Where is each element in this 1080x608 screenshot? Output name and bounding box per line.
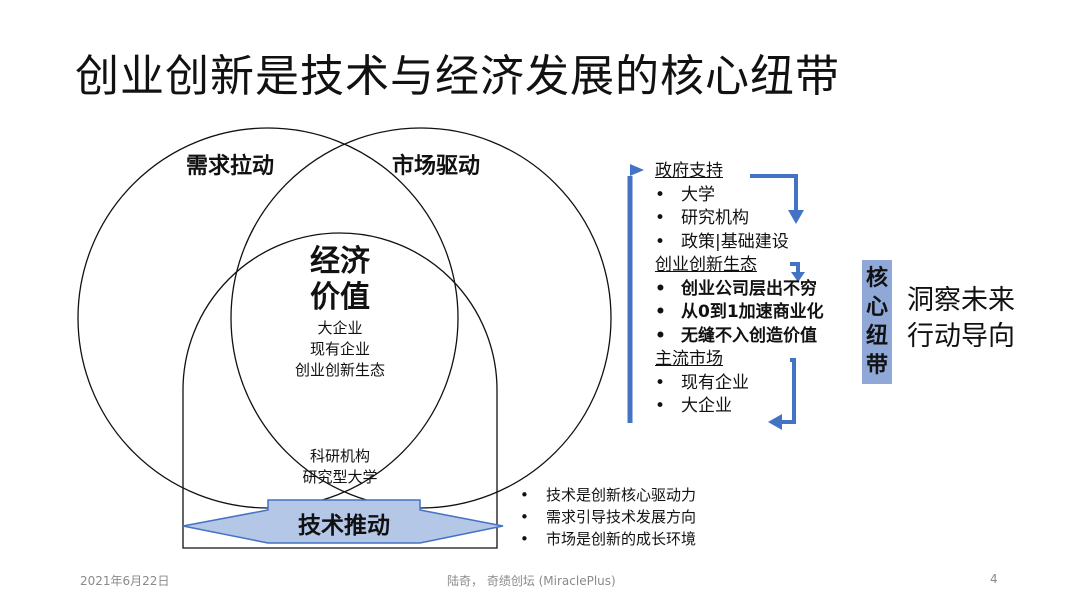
feedback-arrow-head	[630, 164, 644, 176]
bullet-icon: •	[655, 396, 666, 416]
research-item: 科研机构	[309, 447, 370, 465]
core-char: 心	[865, 295, 888, 320]
economic-value-title: 经济 价值	[280, 244, 400, 316]
list-item: • 大学	[655, 184, 824, 208]
bullet-icon: •	[520, 530, 529, 548]
list-item: • 创业公司层出不穷	[655, 278, 824, 302]
footer-date: 2021年6月22日	[80, 574, 170, 588]
tech-push-arrow	[182, 499, 504, 544]
list-item: • 市场是创新的成长环境	[520, 528, 696, 550]
summary-bullet: 技术是创新核心驱动力	[546, 486, 697, 504]
summary-bullet: 需求引导技术发展方向	[546, 508, 697, 526]
core-link-label: 核 心 纽 带	[862, 264, 892, 380]
list-item: • 大企业	[655, 395, 824, 419]
footer-author: 陆奇， 奇绩创坛 (MiraclePlus)	[447, 574, 616, 588]
core-link-box	[862, 260, 892, 384]
economic-value-line: 价值	[310, 280, 370, 315]
bullet-icon: •	[655, 231, 666, 252]
market-item: 大企业	[681, 396, 732, 416]
eco-to-market-arrow	[790, 262, 800, 272]
research-items: 科研机构 研究型大学	[260, 446, 420, 488]
tech-push-shape	[182, 232, 498, 549]
market-to-output-arrow	[782, 358, 796, 424]
insight-line: 洞察未来	[907, 285, 1015, 316]
market-item: 现有企业	[681, 372, 749, 393]
eco-item: 从0到1加速商业化	[681, 302, 824, 322]
econ-item: 大企业	[317, 319, 363, 337]
page-number: 4	[990, 572, 998, 586]
gov-to-eco-arrow	[750, 174, 798, 210]
page-title: 创业创新是技术与经济发展的核心纽带	[75, 51, 840, 102]
list-item: • 政策|基础建设	[655, 231, 824, 255]
econ-item: 现有企业	[309, 340, 370, 358]
flow-arrows	[627, 164, 805, 430]
bullet-icon: •	[655, 325, 666, 346]
core-char: 核	[865, 266, 888, 291]
eco-item: 创业公司层出不穷	[681, 278, 817, 299]
list-item: • 现有企业	[655, 372, 824, 396]
market-title: 主流市场	[655, 349, 723, 369]
gov-item: 研究机构	[681, 208, 749, 228]
gov-item: 政策|基础建设	[681, 231, 789, 252]
summary-bullet: 市场是创新的成长环境	[546, 530, 697, 548]
summary-bullets: • 技术是创新核心驱动力 • 需求引导技术发展方向 • 市场是创新的成长环境	[520, 484, 696, 550]
bullet-icon: •	[655, 208, 666, 228]
list-item: • 无缝不入创造价值	[655, 325, 824, 349]
economic-value-items: 大企业 现有企业 创业创新生态	[250, 318, 430, 381]
econ-item: 创业创新生态	[294, 361, 385, 379]
demand-pull-label: 需求拉动	[186, 154, 275, 179]
flow-list: 政府支持 • 大学 • 研究机构 • 政策|基础建设 创业创新生态 • 创业公司层出不穷…	[655, 160, 824, 419]
list-item: • 研究机构	[655, 207, 824, 231]
eco-title: 创业创新生态	[655, 255, 757, 275]
tech-push-label: 技术推动	[298, 513, 390, 539]
bullet-icon: •	[655, 372, 666, 393]
core-char: 纽	[865, 324, 888, 349]
list-item: • 需求引导技术发展方向	[520, 506, 696, 528]
bullet-icon: •	[655, 184, 666, 205]
bullet-icon: •	[520, 486, 529, 504]
bullet-icon: •	[520, 508, 529, 526]
core-char: 带	[865, 353, 888, 378]
economic-value-line: 经济	[310, 244, 370, 279]
bullet-icon: •	[655, 278, 666, 299]
market-drive-label: 市场驱动	[392, 154, 481, 179]
insight-text: 洞察未来 行动导向	[907, 283, 1015, 355]
list-item: • 从0到1加速商业化	[655, 301, 824, 325]
list-item: • 技术是创新核心驱动力	[520, 484, 696, 506]
eco-item: 无缝不入创造价值	[681, 325, 817, 346]
research-item: 研究型大学	[302, 468, 378, 486]
market-drive-circle	[230, 127, 612, 509]
insight-line: 行动导向	[907, 321, 1015, 352]
gov-item: 大学	[681, 184, 715, 205]
bullet-icon: •	[655, 302, 666, 322]
gov-support-title: 政府支持	[655, 161, 723, 181]
